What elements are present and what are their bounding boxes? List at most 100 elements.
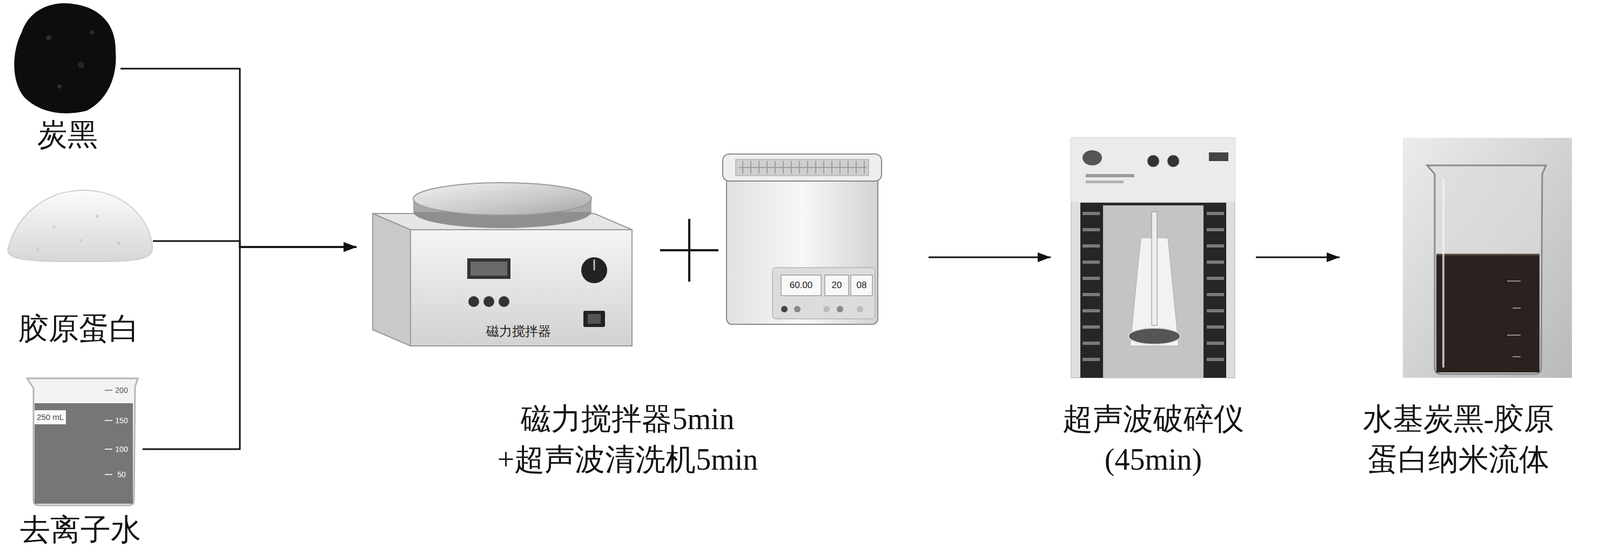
stirrer-screen	[470, 261, 508, 276]
beaker-water	[34, 402, 133, 504]
cleaner-panel	[772, 267, 876, 319]
crusher-print	[1085, 173, 1135, 178]
glass-highlight	[1442, 178, 1445, 368]
stirrer-button	[483, 296, 495, 307]
device-label: 200	[113, 385, 130, 395]
graduation-tick	[104, 473, 113, 475]
beaker-marking-patch	[34, 409, 66, 425]
crusher-knob	[1147, 155, 1160, 167]
crusher-knob	[1167, 155, 1180, 167]
collagen-powder-pile	[8, 190, 153, 262]
carbon-black-blob	[14, 3, 116, 114]
device-label: 60.00	[784, 279, 818, 291]
connectors	[120, 68, 1340, 449]
step-label: 超声波破碎仪 (45min)	[1050, 398, 1256, 480]
device-label: 50	[113, 469, 130, 480]
nanofluid-liquid	[1436, 253, 1540, 373]
switch-rocker	[587, 313, 601, 324]
display-box	[850, 274, 873, 296]
step-caption: 炭黑	[16, 114, 119, 156]
step-caption: 胶原蛋白	[5, 308, 152, 349]
crusher-print	[1085, 180, 1124, 184]
speckle	[117, 241, 121, 245]
graduation-tick	[1507, 280, 1521, 357]
step-node: 炭黑	[15, 0, 121, 156]
speckle	[77, 61, 85, 69]
plus-sign	[660, 218, 719, 282]
step-caption: 磁力搅拌器5min +超声波清洗机5min	[465, 398, 790, 480]
stirrer-button	[498, 296, 510, 307]
crusher-probe	[1151, 211, 1158, 326]
graduation-tick	[104, 448, 113, 450]
step-label: 水基炭黑-胶原 蛋白纳米流体	[1339, 398, 1578, 480]
cleaner-opening	[735, 159, 869, 176]
step-label: 胶原蛋白	[5, 308, 152, 349]
cleaner-rim	[722, 153, 882, 181]
speckle	[89, 30, 94, 35]
carbon-black-pile	[14, 3, 116, 114]
crusher-logo	[1082, 150, 1102, 166]
nanofluid-photo	[1402, 137, 1572, 378]
stirrer-display	[467, 258, 511, 279]
display-box	[781, 274, 822, 296]
water-beaker	[27, 378, 138, 506]
stirrer-side	[372, 213, 411, 346]
panel-button	[794, 305, 801, 313]
crusher-top-panel	[1071, 137, 1235, 202]
panel-button	[823, 305, 830, 313]
stirrer-switch	[583, 310, 605, 327]
stirrer-button	[468, 296, 480, 307]
step-label: 磁力搅拌器5min +超声波清洗机5min	[465, 398, 790, 480]
device-label: 20	[827, 279, 847, 291]
beaker-glass	[1427, 165, 1546, 374]
step-node: 胶原蛋白	[4, 183, 153, 349]
step-caption: 超声波破碎仪 (45min)	[1050, 398, 1256, 480]
step-node: 水基炭黑-胶原 蛋白纳米流体	[1339, 137, 1578, 480]
photo-background	[1402, 137, 1572, 378]
flow-arrow	[1255, 256, 1340, 259]
device-label: 100	[113, 444, 130, 454]
device-label: 150	[113, 415, 130, 426]
flow-arrow	[120, 68, 357, 247]
step-node: 超声波破碎仪 (45min)	[1050, 137, 1256, 480]
knob-indicator	[593, 259, 596, 271]
crusher-cavity	[1080, 202, 1227, 378]
crusher-back-wall	[1103, 205, 1204, 378]
flow-arrow	[142, 246, 357, 449]
speckle	[45, 35, 52, 41]
plus-bar	[688, 218, 691, 282]
stirrer-knob	[581, 257, 608, 284]
device-label: 08	[852, 279, 871, 291]
speckle	[52, 225, 56, 229]
stirrer-front	[410, 229, 633, 346]
speckle	[95, 214, 99, 218]
flow-arrow	[928, 256, 1051, 259]
speckle	[57, 84, 62, 89]
step-node: 去离子水	[18, 367, 143, 550]
speckle	[79, 238, 83, 242]
panel-button	[856, 305, 864, 313]
cleaner-body	[726, 172, 878, 325]
flow-arrow	[152, 240, 357, 247]
crusher-cabinet	[1071, 137, 1235, 378]
step-caption: 去离子水	[18, 509, 143, 550]
display-box	[824, 274, 849, 296]
magnetic-stirrer	[372, 182, 633, 346]
graduation-tick	[104, 419, 113, 421]
cleaner-basket	[738, 160, 867, 174]
step-label: 炭黑	[16, 114, 119, 156]
panel-button	[781, 305, 788, 313]
step-caption: 水基炭黑-胶原 蛋白纳米流体	[1339, 398, 1578, 480]
panel-button	[836, 305, 844, 313]
device-label: 磁力搅拌器	[483, 323, 554, 339]
step-label: 去离子水	[18, 509, 143, 550]
ultrasonic-crusher-photo	[1071, 137, 1235, 378]
ultrasonic-cleaner	[722, 153, 882, 325]
crusher-badge	[1208, 152, 1229, 161]
crusher-sample-cup	[1128, 327, 1181, 345]
step-node: 磁力搅拌器5min +超声波清洗机5min	[356, 145, 929, 480]
beaker-glass	[27, 378, 138, 506]
